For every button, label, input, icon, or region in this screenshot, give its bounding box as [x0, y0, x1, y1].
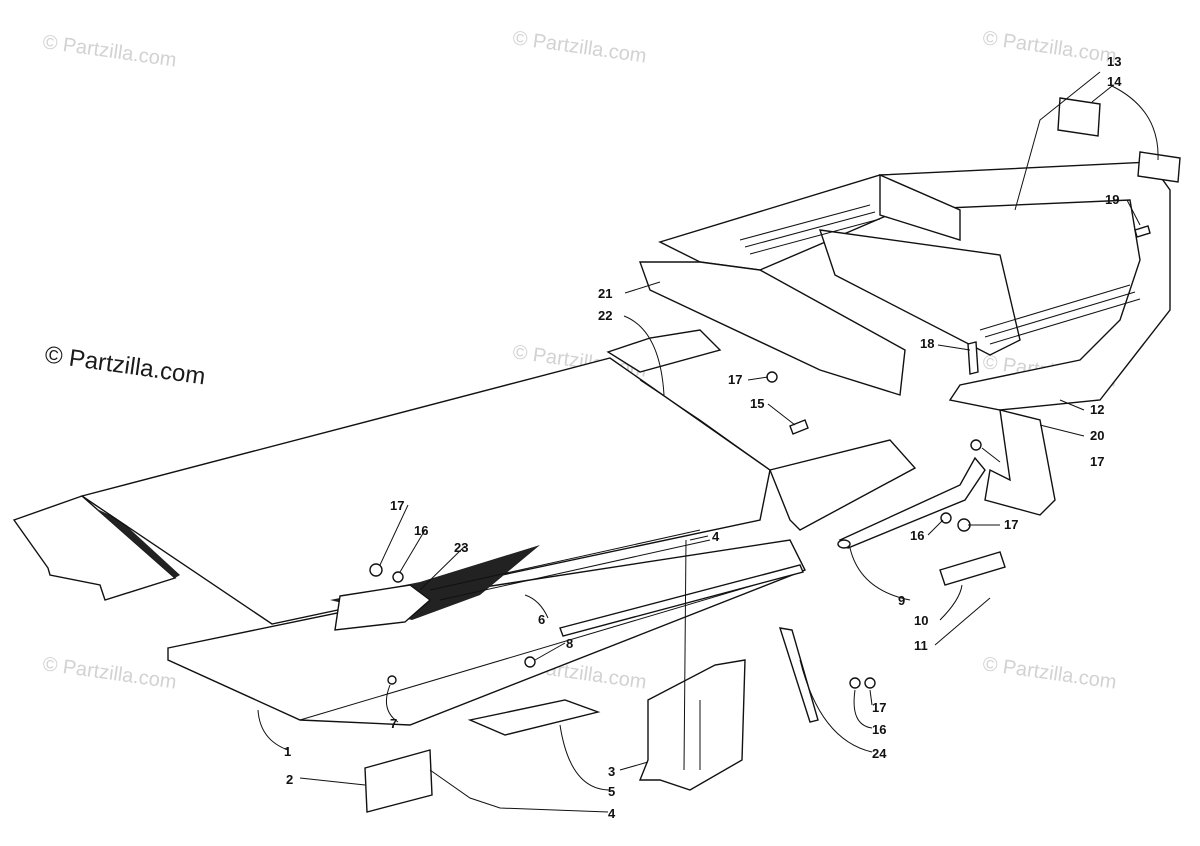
callout-8: 8	[566, 636, 573, 651]
callout-13: 13	[1107, 54, 1121, 69]
callout-18: 18	[920, 336, 934, 351]
callout-7: 7	[390, 716, 397, 731]
callout-23: 23	[454, 540, 468, 555]
leader-lines	[257, 71, 1159, 813]
callout-3: 3	[608, 764, 615, 779]
rear-bumper-assembly	[639, 97, 1181, 516]
watermark: © Partzilla.com	[981, 653, 1118, 694]
callout-9: 9	[898, 593, 905, 608]
callout-19: 19	[1105, 192, 1119, 207]
watermark: © Partzilla.com	[511, 27, 648, 68]
watermark: © Partzilla.com	[41, 653, 178, 694]
callout-10: 10	[914, 613, 928, 628]
watermark: © Partzilla.com	[41, 31, 178, 72]
callout-21: 21	[598, 286, 612, 301]
callout-4: 4	[608, 806, 616, 821]
callout-17: 17	[1004, 517, 1018, 532]
callout-16: 16	[910, 528, 924, 543]
callout-17: 17	[872, 700, 886, 715]
callout-6: 6	[538, 612, 545, 627]
callout-2: 2	[286, 772, 293, 787]
watermark: © Partzilla.com	[981, 27, 1118, 68]
callout-1: 1	[284, 744, 291, 759]
callout-20: 20	[1090, 428, 1104, 443]
callout-17: 17	[728, 372, 742, 387]
tunnel-assembly	[12, 329, 1006, 813]
callout-24: 24	[872, 746, 887, 761]
callout-16: 16	[872, 722, 886, 737]
callout-15: 15	[750, 396, 764, 411]
callout-16: 16	[414, 523, 428, 538]
callout-22: 22	[598, 308, 612, 323]
callout-4: 4	[712, 529, 720, 544]
callout-17: 17	[1090, 454, 1104, 469]
callout-11: 11	[914, 638, 928, 653]
callout-17: 17	[390, 498, 404, 513]
callout-14: 14	[1107, 74, 1122, 89]
callout-12: 12	[1090, 402, 1104, 417]
watermark-main: © Partzilla.com	[43, 341, 207, 390]
callouts: 13 14 19 21 22 18 17 15 12 20 17 16 17 9…	[284, 54, 1122, 821]
callout-5: 5	[608, 784, 615, 799]
